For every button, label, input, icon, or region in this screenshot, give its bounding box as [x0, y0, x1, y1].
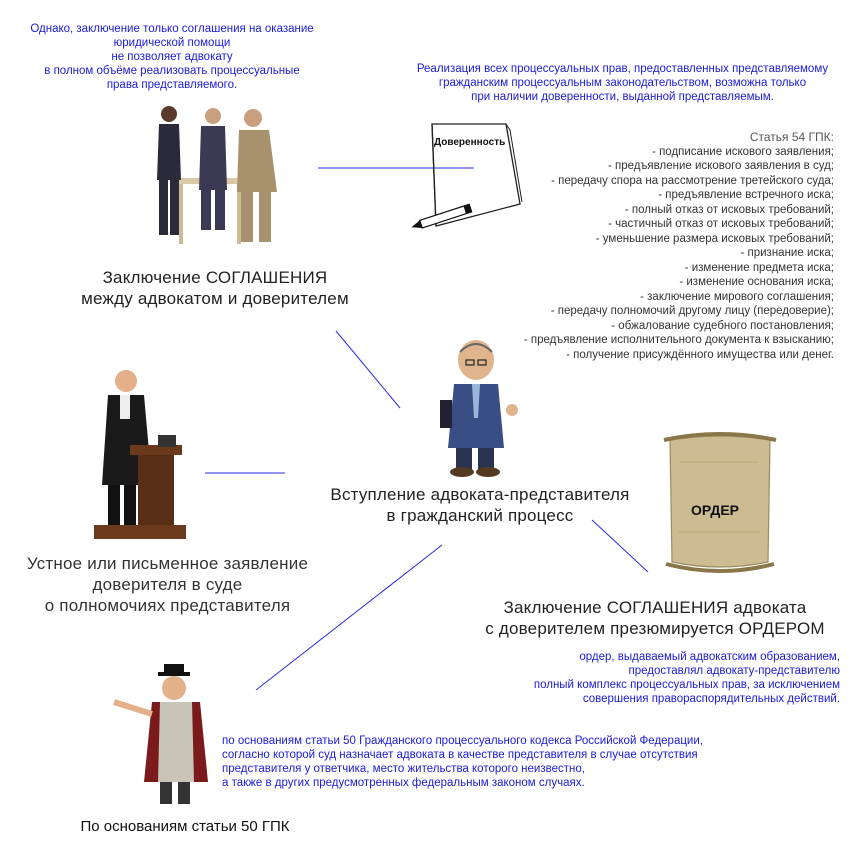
meeting-people-illustration [157, 106, 277, 244]
article-title: Статья 54 ГПК: [749, 130, 834, 144]
list-item: - предъявление искового заявления в суд; [608, 160, 834, 172]
list-item: - предъявление исполнительного документа… [523, 334, 834, 346]
list-item: - частичный отказ от исковых требований; [608, 218, 834, 230]
document-label: Доверенность [434, 137, 506, 148]
list-item: - передачу спора на рассмотрение третейс… [551, 174, 834, 187]
node-article-50: По основаниям статьи 50 ГПК [80, 818, 290, 835]
scroll-label: ОРДЕР [691, 502, 739, 518]
power-of-attorney-document-icon [411, 123, 523, 229]
order-note: ордер, выдаваемый адвокатским образовани… [533, 651, 840, 705]
connector-order [591, 519, 649, 573]
list-item: - предъявление встречного иска; [658, 189, 834, 201]
list-item: - обжалование судебного постановления; [611, 319, 834, 332]
top-right-note: Реализация всех процессуальных прав, пре… [416, 63, 829, 103]
node-order: Заключение СОГЛАШЕНИЯ адвоката с доверит… [485, 598, 825, 638]
list-item: - признание иска; [740, 247, 834, 259]
list-item: - передачу полномочий другому лицу (пере… [550, 305, 834, 317]
article-54-list: Статья 54 ГПК: - подписание искового зая… [524, 130, 834, 362]
list-item: - подписание искового заявления; [652, 145, 834, 158]
list-item: - уменьшение размера исковых требований; [595, 232, 834, 245]
list-item: - изменение основания иска; [679, 276, 834, 288]
top-left-note: Однако, заключение только соглашения на … [30, 23, 314, 91]
judge-figure-illustration [113, 664, 208, 804]
list-item: - полный отказ от исковых требований; [624, 203, 834, 216]
connector-art50 [255, 544, 443, 691]
node-agreement: Заключение СОГЛАШЕНИЯ между адвокатом и … [81, 268, 349, 308]
node-center: Вступление адвоката-представителя в граж… [330, 485, 630, 525]
list-item: - заключение мирового соглашения; [640, 290, 834, 303]
list-item: - изменение предмета иска; [684, 261, 834, 274]
list-item: - получение присуждённого имущества или … [566, 348, 834, 361]
article-50-note: по основаниям статьи 50 Гражданского про… [222, 735, 703, 789]
advocate-at-podium-illustration [94, 370, 186, 539]
connector-agreement-center [335, 330, 401, 409]
node-statement: Устное или письменное заявление доверите… [26, 554, 309, 615]
lawyer-figure-illustration [440, 340, 518, 477]
order-scroll-icon [663, 432, 777, 573]
